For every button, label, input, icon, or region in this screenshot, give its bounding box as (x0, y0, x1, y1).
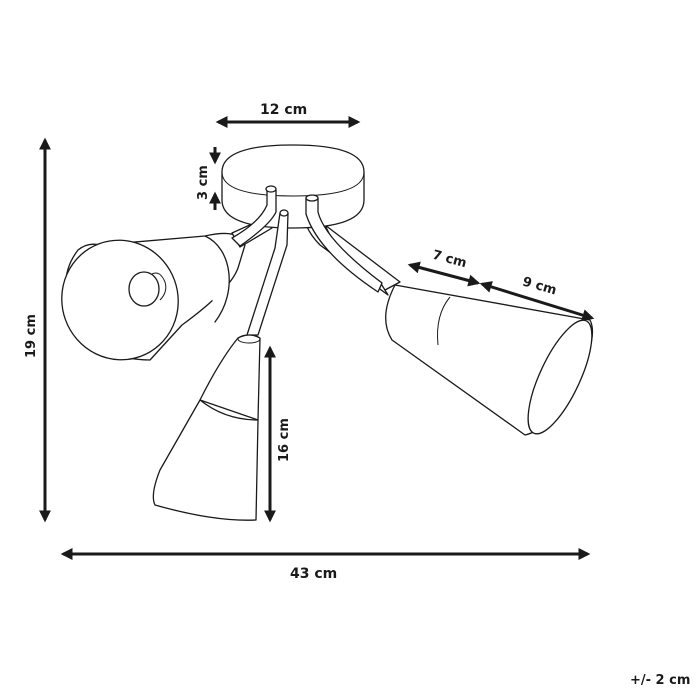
right-shade (301, 197, 594, 436)
left-shade (61, 217, 273, 361)
lamp-arms (231, 185, 383, 336)
ceiling-canopy (221, 144, 365, 229)
shade-neck-dimension (407, 261, 481, 287)
tolerance-label: +/- 2 cm (630, 673, 691, 688)
total-height-label: 19 cm (24, 314, 39, 358)
shade-height-label: 16 cm (277, 418, 292, 462)
shade-length-dimension (479, 281, 595, 321)
total-width-label: 43 cm (290, 566, 338, 582)
center-shade (152, 334, 261, 521)
canopy-height-label: 3 cm (196, 165, 211, 200)
canopy-width-label: 12 cm (260, 102, 308, 118)
